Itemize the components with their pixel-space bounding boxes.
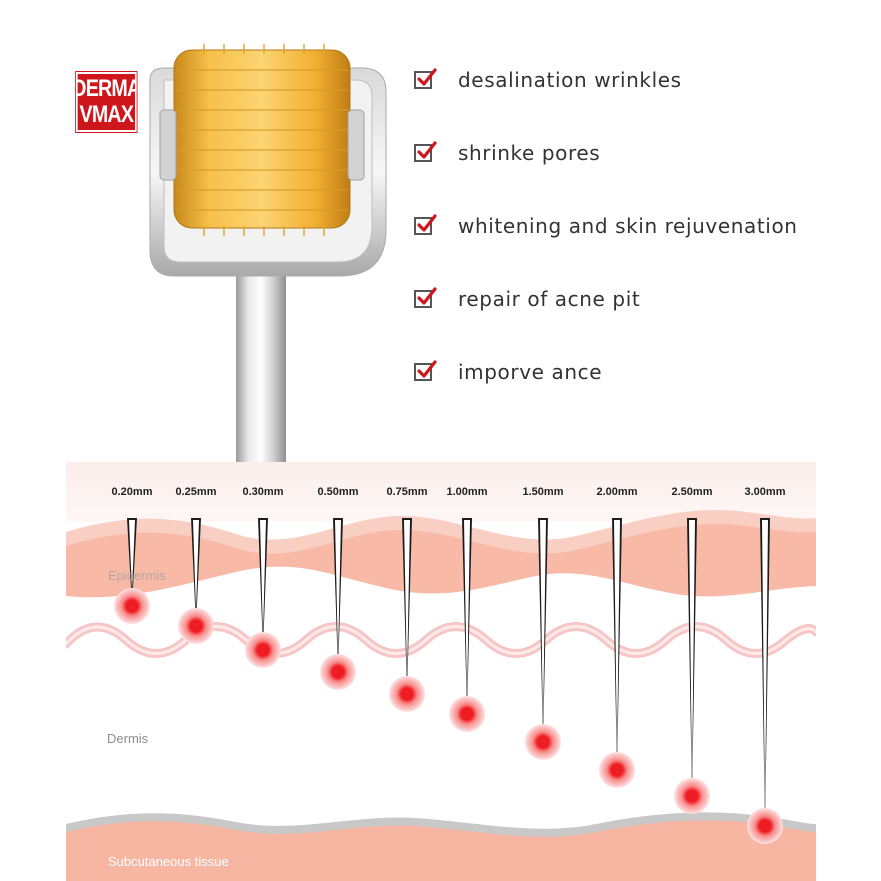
depth-label-0.30mm: 0.30mm: [242, 486, 284, 498]
depth-dot-core: [461, 708, 473, 720]
checked-box-icon: [414, 214, 437, 235]
needle-highlight: [614, 520, 620, 756]
brand-logo: DERMA VMAX: [72, 71, 141, 133]
benefit-label: shrinke pores: [458, 141, 601, 165]
checked-box-icon: [414, 360, 437, 381]
benefit-label: repair of acne pit: [458, 287, 641, 311]
depth-dot-core: [537, 736, 549, 748]
benefit-label: desalination wrinkles: [458, 68, 682, 92]
depth-dot-core: [190, 620, 202, 632]
depth-label-1.00mm: 1.00mm: [446, 486, 488, 498]
depth-dot-core: [611, 764, 623, 776]
needle-highlight: [762, 520, 768, 812]
checked-box-icon: [414, 68, 437, 89]
layer-label-subcutaneous: Subcutaneous tissue: [108, 854, 229, 869]
needle-highlight: [260, 520, 266, 636]
benefit-label: whitening and skin rejuvenation: [458, 214, 798, 238]
depth-label-3.00mm: 3.00mm: [744, 486, 786, 498]
depth-label-1.50mm: 1.50mm: [522, 486, 564, 498]
skin-layers-graphic: [66, 462, 816, 881]
brand-logo-line2: VMAX: [79, 101, 134, 128]
skin-depth-diagram: Epidermis Dermis Subcutaneous tissue 0.2…: [66, 462, 816, 881]
needle-highlight: [540, 520, 546, 728]
benefit-item: imporve ance: [414, 357, 602, 387]
depth-label-2.00mm: 2.00mm: [596, 486, 638, 498]
depth-label-0.25mm: 0.25mm: [175, 486, 217, 498]
layer-label-dermis: Dermis: [107, 731, 149, 746]
benefit-item: whitening and skin rejuvenation: [414, 211, 798, 241]
epidermis-layer: [66, 518, 816, 598]
depth-label-0.50mm: 0.50mm: [317, 486, 359, 498]
depth-dot-core: [401, 688, 413, 700]
depth-label-0.20mm: 0.20mm: [111, 486, 153, 498]
needle-highlight: [689, 520, 695, 782]
needle-highlight: [335, 520, 341, 658]
checked-box-icon: [414, 141, 437, 162]
depth-dot-core: [332, 666, 344, 678]
depth-label-0.75mm: 0.75mm: [386, 486, 428, 498]
needle-highlight: [404, 520, 410, 680]
brand-logo-line1: DERMA: [72, 75, 141, 102]
needles-group: [114, 518, 783, 844]
layer-label-epidermis: Epidermis: [108, 568, 166, 583]
depth-dot-core: [126, 600, 138, 612]
benefit-label: imporve ance: [458, 360, 603, 384]
benefit-item: desalination wrinkles: [414, 65, 682, 95]
needle-highlight: [464, 520, 470, 700]
benefit-item: shrinke pores: [414, 138, 600, 168]
derma-roller-image: [149, 44, 387, 470]
depth-dot-core: [686, 790, 698, 802]
needle-highlight: [193, 520, 199, 612]
benefit-item: repair of acne pit: [414, 284, 640, 314]
needle-highlight: [129, 520, 135, 592]
checked-box-icon: [414, 287, 437, 308]
depth-dot-core: [759, 820, 771, 832]
depth-label-2.50mm: 2.50mm: [671, 486, 713, 498]
depth-dot-core: [257, 644, 269, 656]
